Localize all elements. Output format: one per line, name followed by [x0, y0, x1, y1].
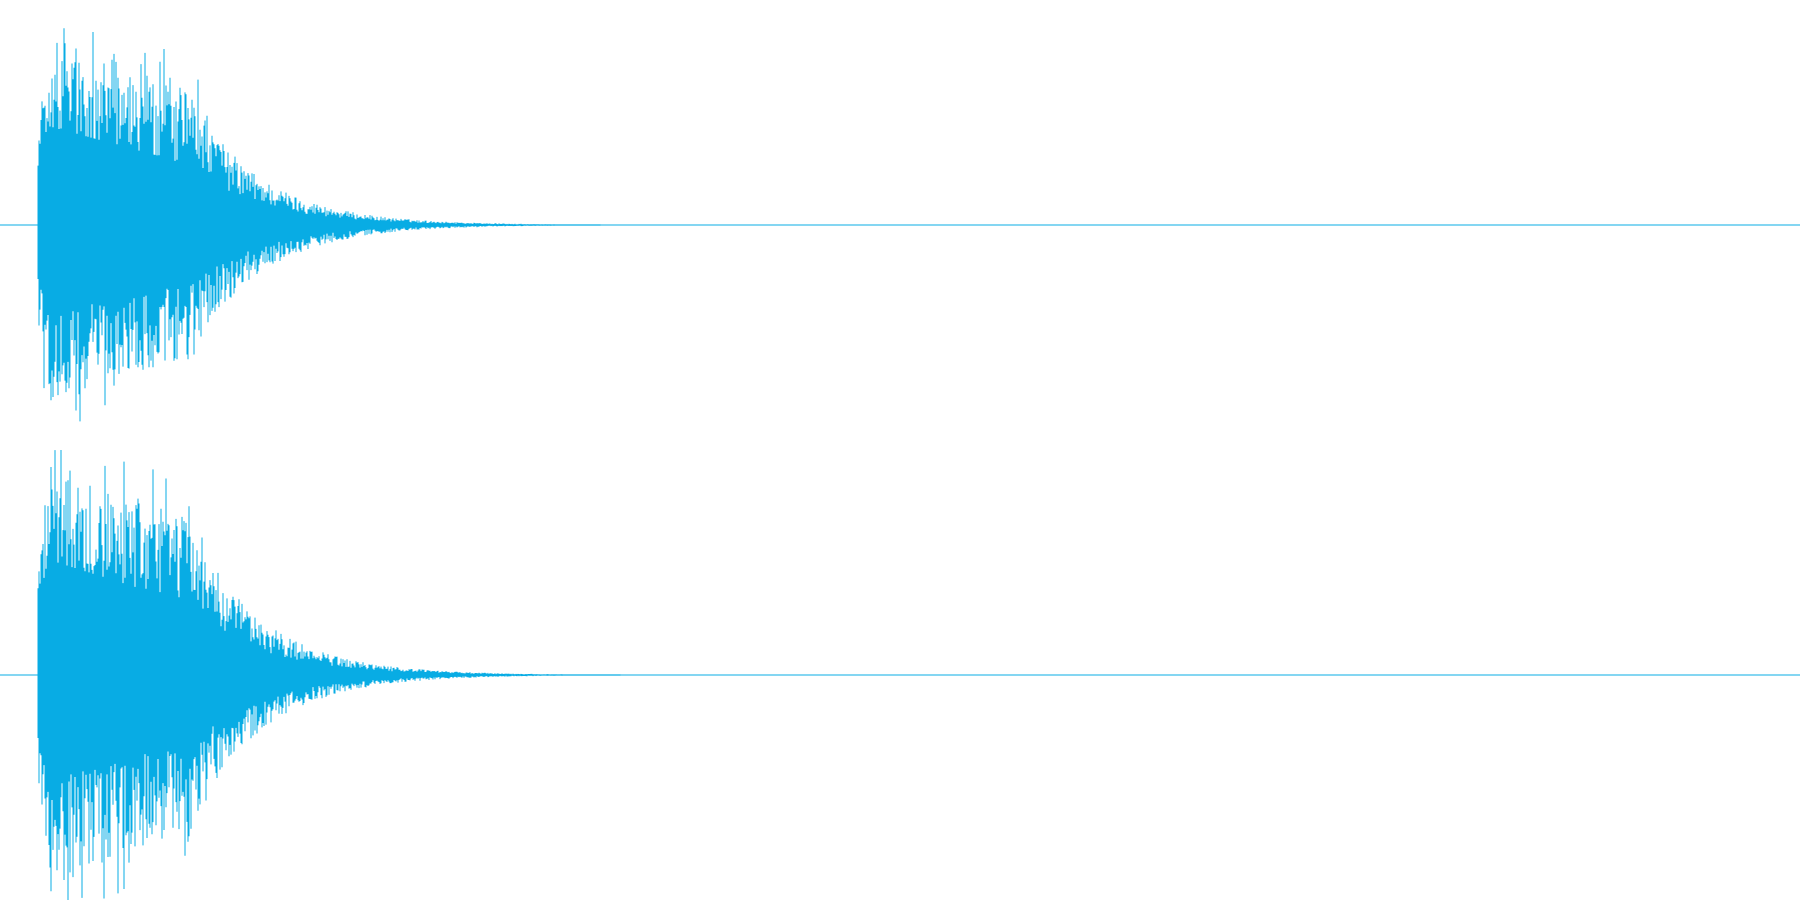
waveform-core — [37, 126, 281, 315]
left-channel-waveform — [0, 28, 1800, 422]
right-channel-waveform — [0, 450, 1800, 900]
right-channel-svg — [0, 450, 1800, 900]
left-channel-svg — [0, 28, 1800, 422]
waveform-samples — [37, 28, 601, 422]
waveform-samples — [37, 450, 621, 900]
waveform-core — [37, 559, 281, 780]
